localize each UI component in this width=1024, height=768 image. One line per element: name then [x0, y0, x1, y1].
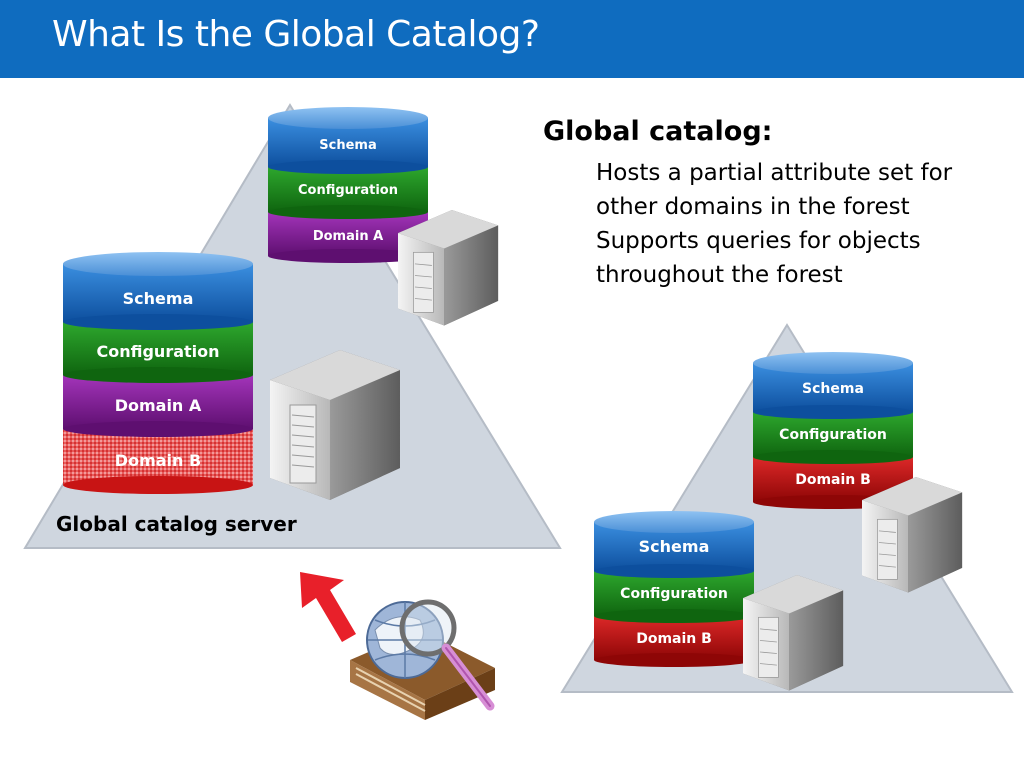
- left-main-layer-schema: Schema: [123, 289, 194, 308]
- arrow-icon: [300, 572, 356, 642]
- left-small-database-stack: Schema Configuration Domain A: [268, 107, 428, 263]
- global-catalog-server-label: Global catalog server: [56, 512, 297, 536]
- right-top-database-stack: Schema Configuration Domain B: [753, 352, 913, 509]
- right-bottom-database-stack: Schema Configuration Domain B: [594, 511, 754, 667]
- global-catalog-point: Hosts a partial attribute set for other …: [596, 160, 953, 220]
- right-top-layer-configuration: Configuration: [779, 427, 887, 443]
- left-small-layer-configuration: Configuration: [298, 183, 398, 198]
- right-bottom-layer-schema: Schema: [639, 537, 710, 556]
- right-top-layer-domain-b: Domain B: [795, 472, 871, 488]
- right-top-layer-schema: Schema: [802, 381, 864, 397]
- server-icon: [270, 350, 400, 500]
- title-bar: [0, 0, 1024, 78]
- server-icon: [862, 477, 963, 593]
- left-main-database-stack: Schema Configuration Domain A Domain B: [63, 252, 253, 494]
- right-bottom-layer-domain-b: Domain B: [636, 631, 712, 647]
- search-catalog-icon: [350, 599, 495, 720]
- left-small-layer-schema: Schema: [319, 138, 376, 153]
- left-main-layer-domain-b: Domain B: [115, 451, 201, 470]
- server-icon: [398, 210, 499, 326]
- global-catalog-points: Hosts a partial attribute set for other …: [596, 156, 1006, 292]
- server-icon: [743, 575, 844, 691]
- global-catalog-point: Supports queries for objects throughout …: [596, 228, 921, 288]
- left-main-layer-configuration: Configuration: [96, 342, 219, 361]
- left-small-layer-domain-a: Domain A: [313, 229, 383, 244]
- left-main-layer-domain-a: Domain A: [115, 396, 202, 415]
- slide-title: What Is the Global Catalog?: [52, 14, 540, 55]
- global-catalog-heading: Global catalog:: [543, 116, 773, 147]
- right-bottom-layer-configuration: Configuration: [620, 586, 728, 602]
